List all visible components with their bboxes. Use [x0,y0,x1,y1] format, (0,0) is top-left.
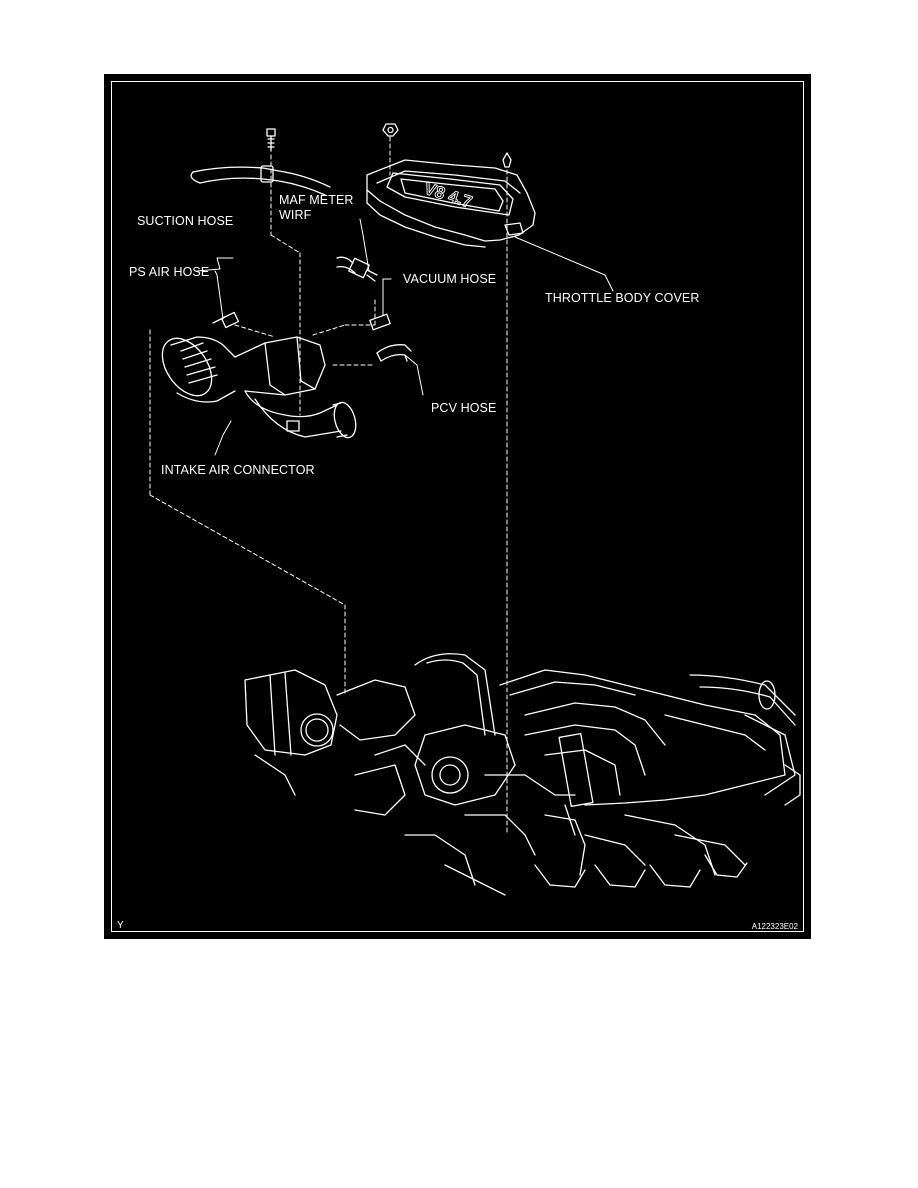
vacuum-hose-drawing [369,313,391,331]
maf-meter-wire-connector [336,256,378,282]
engine-assembly-drawing [244,653,801,896]
pcv-hose-drawing [376,344,412,362]
label-pcv-hose: PCV HOSE [431,401,497,415]
label-maf-meter-line1: MAF METER [279,193,354,207]
bolt-icon [266,128,276,152]
label-throttle-body-cover: THROTTLE BODY COVER [545,291,700,305]
suction-hose-drawing [190,165,331,196]
label-ps-air-hose: PS AIR HOSE [129,265,210,279]
label-vacuum-hose: VACUUM HOSE [403,272,497,286]
leader-lines [196,218,614,456]
diagram-inner-border [111,81,804,932]
label-maf-meter-line2: WIRF [279,208,312,222]
corner-code-left: Y [117,920,124,931]
exploded-view-illustration: V8 4.7 [149,123,801,896]
throttle-body-cover-drawing [366,159,536,248]
clip-icon [502,152,512,168]
figure-id-code: A122323E02 [751,922,798,931]
nut-icon [382,123,399,137]
label-intake-air-connector: INTAKE AIR CONNECTOR [161,463,315,477]
alignment-guides [149,136,508,836]
diagram-frame: V8 4.7 SUCTION HOSE MAF METER WIRF PS AI… [104,74,811,939]
intake-air-connector-drawing [161,336,357,439]
label-suction-hose: SUCTION HOSE [137,214,234,228]
